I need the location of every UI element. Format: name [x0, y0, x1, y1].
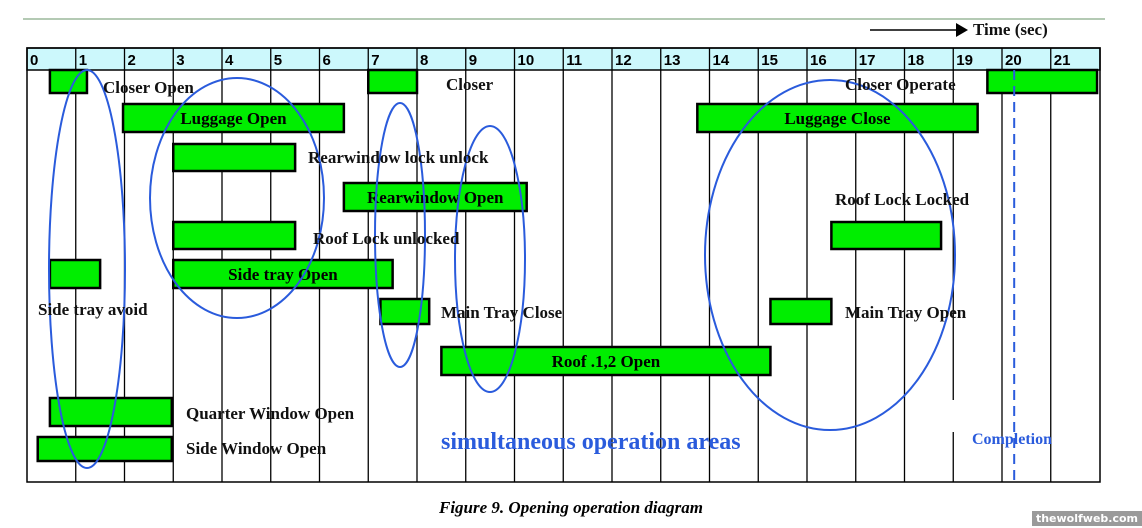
label-main-tray-close: Main Tray Close [441, 303, 563, 322]
label-closer: Closer [446, 75, 494, 94]
diagram-frame [26, 47, 1101, 483]
tick-label: 5 [274, 52, 282, 69]
bar-closer-operate [986, 68, 1099, 95]
bar-side-window-open [36, 435, 174, 463]
label-closer-open: Closer Open [103, 78, 194, 97]
bar-roof-12-open [440, 345, 772, 377]
tick-label: 14 [713, 52, 730, 69]
bar-closer-open [48, 68, 89, 95]
tick-label: 4 [225, 52, 234, 69]
figure-caption: Figure 9. Opening operation diagram [438, 498, 703, 517]
tick-label: 7 [371, 52, 379, 69]
bar-label-roof-12-open: Roof .1,2 Open [552, 352, 661, 371]
tick-label: 13 [664, 52, 681, 69]
tick-label: 8 [420, 52, 428, 69]
tick-label: 1 [79, 52, 87, 69]
label-quarter-window-open: Quarter Window Open [186, 404, 355, 423]
bar-rearwindow-lock-unlock [172, 142, 297, 173]
tick-label: 19 [956, 52, 973, 69]
tick-label: 0 [30, 52, 38, 69]
tick-label: 2 [128, 52, 136, 69]
label-closer-operate: Closer Operate [845, 75, 956, 94]
simultaneous-area-ellipse [48, 69, 126, 469]
simultaneous-area-ellipse [704, 79, 956, 431]
bar-side-tray-avoid [48, 258, 102, 290]
simultaneous-area-ellipse [454, 125, 526, 393]
tick-label: 3 [176, 52, 184, 69]
label-roof-lock-locked: Roof Lock Locked [835, 190, 970, 209]
tick-label: 21 [1054, 52, 1071, 69]
tick-label: 9 [469, 52, 477, 69]
bar-side-tray-open [172, 258, 394, 290]
simultaneous-area-ellipse [374, 102, 426, 368]
label-rearwindow-lock-unlock: Rearwindow lock unlock [308, 148, 489, 167]
bar-label-side-tray-open: Side tray Open [228, 265, 338, 284]
tick-label: 6 [323, 52, 331, 69]
label-side-tray-avoid: Side tray avoid [38, 300, 148, 319]
tick-label: 16 [810, 52, 827, 69]
tick-label: 10 [518, 52, 535, 69]
bar-roof-lock-locked [830, 220, 943, 251]
watermark: thewolfweb.com [1031, 511, 1142, 526]
bar-label-luggage-open: Luggage Open [180, 109, 287, 128]
bar-label-luggage-close: Luggage Close [784, 109, 891, 128]
simultaneous-area-ellipse [149, 77, 325, 319]
label-side-window-open: Side Window Open [186, 439, 327, 458]
tick-label: 12 [615, 52, 632, 69]
tick-label: 18 [908, 52, 925, 69]
time-axis-label: Time (sec) [973, 20, 1048, 39]
tick-label: 15 [761, 52, 778, 69]
label-roof-lock-unlocked: Roof Lock unlocked [313, 229, 460, 248]
bar-rearwindow-open [342, 181, 528, 213]
completion-label: Completion [972, 431, 1052, 448]
tick-label: 11 [566, 52, 582, 69]
tick-label: 17 [859, 52, 876, 69]
bar-closer [367, 68, 419, 95]
tick-label: 20 [1005, 52, 1022, 69]
bar-roof-lock-unlocked [172, 220, 297, 251]
bar-main-tray-open [769, 297, 833, 326]
time-arrow-icon [870, 23, 968, 37]
simultaneous-areas [48, 69, 956, 469]
label-main-tray-open: Main Tray Open [845, 303, 967, 322]
bar-label-rearwindow-open: Rearwindow Open [367, 188, 504, 207]
simultaneous-areas-annotation: simultaneous operation areas [441, 429, 741, 455]
